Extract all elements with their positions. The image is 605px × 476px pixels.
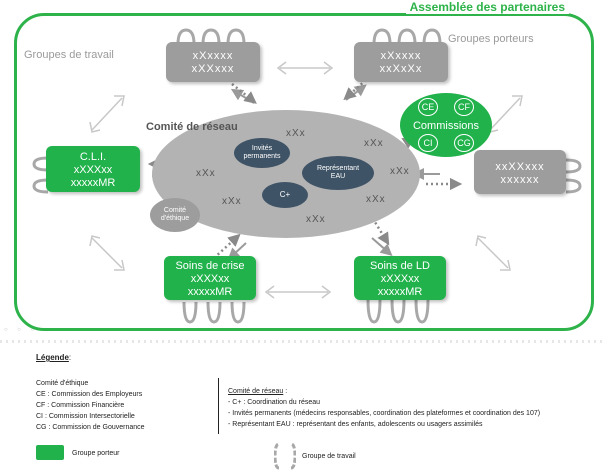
legend-item: CI : Commission Intersectorielle: [36, 413, 135, 420]
box-line: xXXXxx: [380, 273, 420, 285]
center-member: xXx: [364, 138, 384, 149]
center-member: xXx: [366, 194, 386, 205]
center-member: xXx: [222, 196, 242, 207]
legend-right-title: Comité de réseau :: [228, 386, 600, 397]
groupe-porteur-swatch: [36, 445, 64, 460]
commission-ce-label: CE: [419, 99, 437, 115]
box-line: xXXXxx: [73, 164, 113, 176]
groupes-porteurs-label: Groupes porteurs: [448, 33, 534, 45]
cplus-label: C+: [279, 190, 291, 199]
box-title: Soins de crise: [175, 260, 245, 272]
commission-ci: CI: [418, 134, 438, 152]
representant-eau-label: Représentant EAU: [316, 165, 360, 180]
assemblee-frame: [14, 13, 594, 331]
box-line: xxXxXx: [379, 63, 423, 75]
legend-right-list: Comité de réseau : - C+ : Coordination d…: [228, 386, 600, 430]
groupes-travail-label: Groupes de travail: [24, 49, 114, 61]
commission-cg: CG: [454, 134, 474, 152]
commission-ce: CE: [418, 98, 438, 116]
legend-item: CE : Commission des Employeurs: [36, 391, 143, 398]
box-line: xxxxxMR: [187, 286, 233, 298]
representant-eau-ellipse: Représentant EAU: [302, 156, 374, 190]
legend-item: - Représentant EAU : représentant des en…: [228, 421, 483, 428]
soins-ld-box: Soins de LD xXXXxx xxxxxMR: [354, 256, 446, 300]
groupe-travail-label: Groupe de travail: [302, 453, 356, 460]
commission-ci-label: CI: [419, 135, 437, 151]
box-line: xxXXxxx: [495, 161, 545, 173]
cplus-ellipse: C+: [262, 182, 308, 208]
legend-right-title-text: Comité de réseau: [228, 388, 284, 395]
invites-permanents-label: Invités permanents: [243, 145, 281, 160]
diagram-title: Assemblée des partenaires: [405, 0, 569, 14]
box-title: Soins de LD: [370, 260, 430, 272]
legend-item: Comité d'éthique: [36, 380, 89, 387]
legend-item: CG : Commission de Gouvernance: [36, 424, 145, 431]
cli-box: C.L.I. xXXXxx xxxxxMR: [46, 146, 140, 192]
legend-title: Légende :: [36, 353, 71, 362]
box-line: xXxxxx: [380, 50, 422, 62]
center-member: xXx: [390, 166, 410, 177]
box-title: C.L.I.: [79, 151, 107, 163]
soins-crise-box: Soins de crise xXXXxx xxxxxMR: [164, 256, 256, 300]
legend-item: CF : Commission Financière: [36, 402, 125, 409]
box-line: xxxxxx: [500, 174, 540, 186]
center-member: xXx: [306, 214, 326, 225]
dotted-rule: [0, 340, 605, 343]
commission-cf-label: CF: [455, 99, 473, 115]
comite-reseau-label: Comité de réseau: [146, 121, 238, 133]
box-line: xxxxxMR: [377, 286, 423, 298]
box-line: xXxxxx: [192, 50, 234, 62]
top-right-group-box: xXxxxx xxXxXx: [354, 42, 448, 82]
commission-cg-label: CG: [455, 135, 473, 151]
commissions-ellipse: [400, 93, 492, 157]
right-group-box: xxXXxxx xxxxxx: [474, 150, 566, 194]
commissions-label: Commissions: [412, 120, 479, 132]
legend-title-colon: :: [68, 353, 72, 362]
center-member: xXx: [286, 128, 306, 139]
center-member: xXx: [196, 168, 216, 179]
legend-divider: [218, 378, 219, 434]
legend-left-list: Comité d'éthique CE : Commission des Emp…: [36, 378, 145, 433]
box-line: xXXxxx: [191, 63, 235, 75]
legend-item: - C+ : Coordination du réseau: [228, 399, 321, 406]
legend-item: - Invités permanents (médecins responsab…: [228, 410, 541, 417]
comite-ethique-label: Comité d'éthique: [160, 207, 190, 222]
invites-permanents-ellipse: Invités permanents: [234, 138, 290, 168]
comite-ethique-ellipse: Comité d'éthique: [150, 198, 200, 232]
legend-right-title-colon: :: [283, 388, 288, 395]
legend-title-text: Légende: [36, 353, 69, 362]
double-arrows: [89, 61, 523, 299]
top-left-group-box: xXxxxx xXXxxx: [166, 42, 260, 82]
groupe-travail-loop-icon: [274, 442, 296, 470]
commission-cf: CF: [454, 98, 474, 116]
diagram-connectors: [32, 28, 582, 324]
box-line: xxxxxMR: [70, 177, 116, 189]
slide-indicator-dots: ○ ○ ○ ○: [4, 327, 52, 333]
groupe-porteur-label: Groupe porteur: [72, 450, 120, 457]
box-line: xXXXxx: [190, 273, 230, 285]
